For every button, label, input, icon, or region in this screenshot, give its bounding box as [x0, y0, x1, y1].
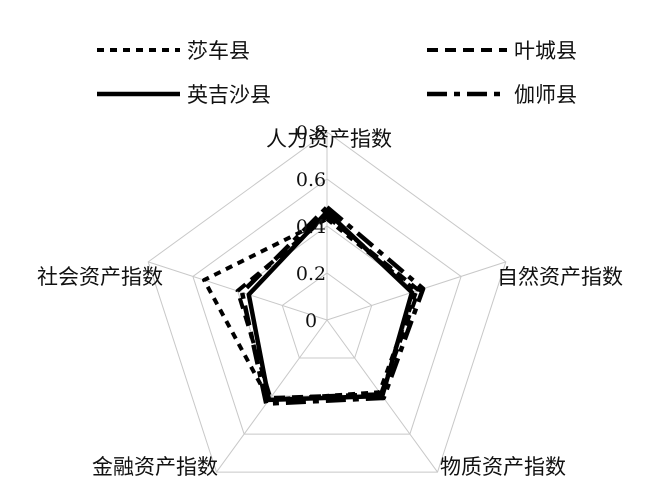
- series-line-2: [246, 209, 415, 403]
- axis-label-2: 物质资产指数: [440, 455, 566, 479]
- tick-label-0: 0: [305, 310, 317, 332]
- grid-ring-4: [147, 131, 507, 473]
- axis-label-3: 金融资产指数: [92, 455, 218, 479]
- axis-label-1: 自然资产指数: [497, 265, 623, 289]
- grid-layer: [147, 131, 507, 473]
- series-line-3: [239, 204, 426, 406]
- axis-label-0: 人力资产指数: [266, 127, 392, 151]
- tick-label-3: 0.6: [296, 169, 326, 191]
- series-layer: [202, 204, 426, 406]
- tick-label-4: 0.8: [296, 122, 326, 144]
- tick-label-1: 0.2: [296, 263, 326, 285]
- tick-label-layer: 0 0.2 0.4 0.6 0.8: [296, 122, 326, 332]
- legend-label-2: 英吉沙县: [187, 83, 271, 107]
- legend-label-1: 叶城县: [514, 39, 577, 63]
- grid-ring-1: [281, 272, 373, 359]
- grid-ring-3: [192, 178, 462, 435]
- legend-label-3: 伽师县: [514, 83, 577, 107]
- axis-label-4: 社会资产指数: [37, 265, 163, 289]
- legend-label-0: 莎车县: [187, 39, 250, 63]
- grid-spoke-3: [216, 319, 328, 473]
- tick-label-2: 0.4: [296, 216, 326, 238]
- series-line-1: [235, 214, 421, 400]
